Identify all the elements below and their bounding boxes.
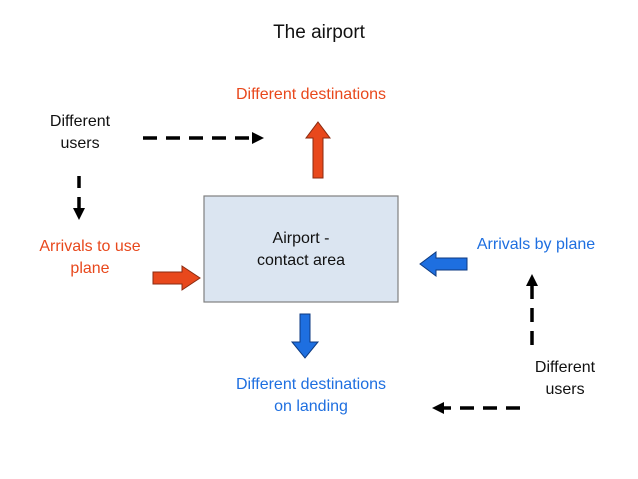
landing-destinations-line-1: Different destinations <box>235 376 386 393</box>
users-left-label: Different users <box>30 111 130 155</box>
arrivals-to-use-label: Arrivals to use plane <box>20 236 160 280</box>
airport-contact-label: Airport - contact area <box>204 228 398 272</box>
top-destinations-label: Different destinations <box>196 84 426 106</box>
landing-destinations-line-2: on landing <box>274 398 348 415</box>
airport-contact-line-2: contact area <box>256 252 346 269</box>
landing-down-arrow <box>290 313 320 359</box>
arrivals-by-plane-line-1: Arrivals by plane <box>476 236 596 253</box>
arrivals-by-plane-label: Arrivals by plane <box>456 234 616 256</box>
arrivals-right-arrow <box>152 265 201 291</box>
departure-up-arrow <box>305 121 331 179</box>
landing-destinations-label: Different destinations on landing <box>196 374 426 418</box>
users-left-line-2: users <box>60 135 100 152</box>
top-destinations-line-1: Different destinations <box>235 86 386 103</box>
arrivals-to-use-line-2: plane <box>70 260 110 277</box>
dashed-arrowhead-down <box>73 208 85 220</box>
users-right-line-1: Different <box>534 359 596 376</box>
users-right-line-2: users <box>545 381 585 398</box>
arrivals-left-arrow <box>419 251 468 277</box>
airport-contact-box <box>203 195 399 303</box>
arrivals-to-use-line-1: Arrivals to use <box>39 238 141 255</box>
dashed-arrowhead-right <box>252 132 264 144</box>
dashed-arrowhead-left <box>432 402 444 414</box>
users-right-label: Different users <box>515 357 615 401</box>
diagram-title: The airport <box>273 22 365 43</box>
users-left-line-1: Different <box>49 113 111 130</box>
airport-contact-line-1: Airport - <box>272 230 330 247</box>
dashed-arrowhead-up <box>526 274 538 286</box>
